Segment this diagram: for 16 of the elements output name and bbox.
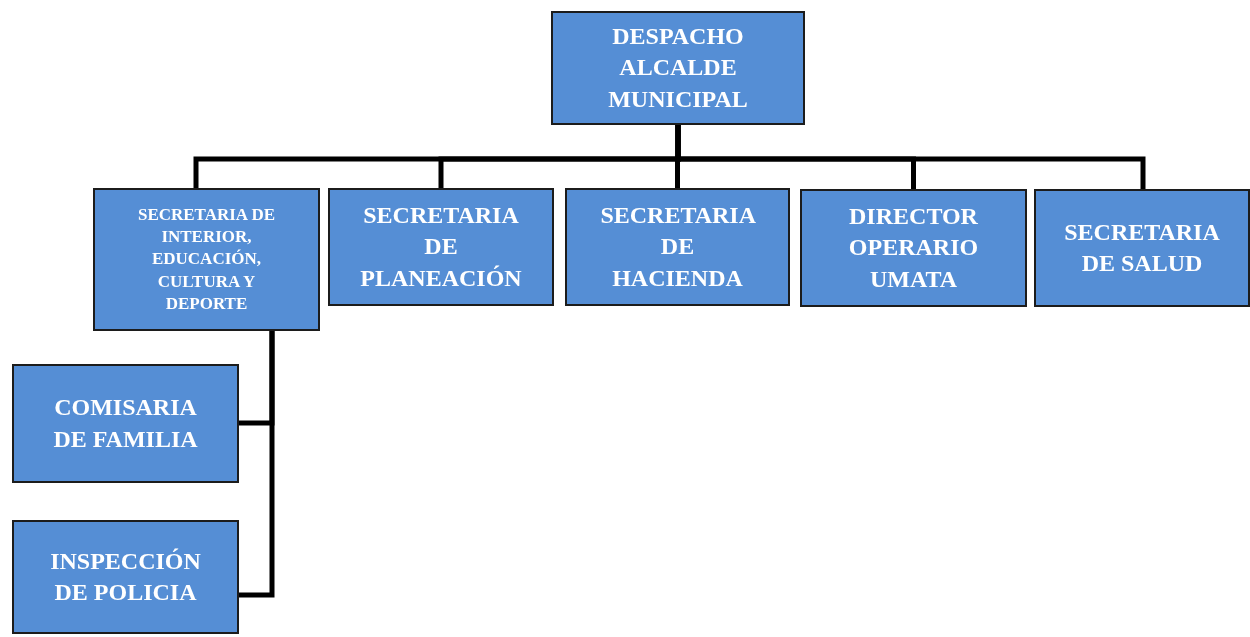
org-box (12, 364, 239, 483)
box-label: COMISARIA DE FAMILIA (52, 393, 199, 454)
box-label: SECRETARIA DE SALUD (1063, 217, 1221, 278)
box-label: INSPECCIÓN DE POLICIA (49, 546, 202, 607)
org-box (551, 11, 805, 125)
box-label: SECRETARIA DE PLANEACIÓN (359, 201, 523, 293)
box-label: DESPACHO ALCALDE MUNICIPAL (607, 22, 749, 114)
box-label: SECRETARIA DE HACIENDA (599, 201, 757, 293)
box-label: SECRETARIA DE INTERIOR, EDUCACIÓN, CULTURA Y DEPORTE (136, 204, 277, 315)
org-box (12, 520, 239, 634)
org-box (328, 188, 554, 306)
org-box (565, 188, 790, 306)
box-label: DIRECTOR OPERARIO UMATA (847, 202, 980, 294)
org-box (800, 189, 1027, 307)
org-box (93, 188, 320, 331)
org-box (1034, 189, 1250, 307)
